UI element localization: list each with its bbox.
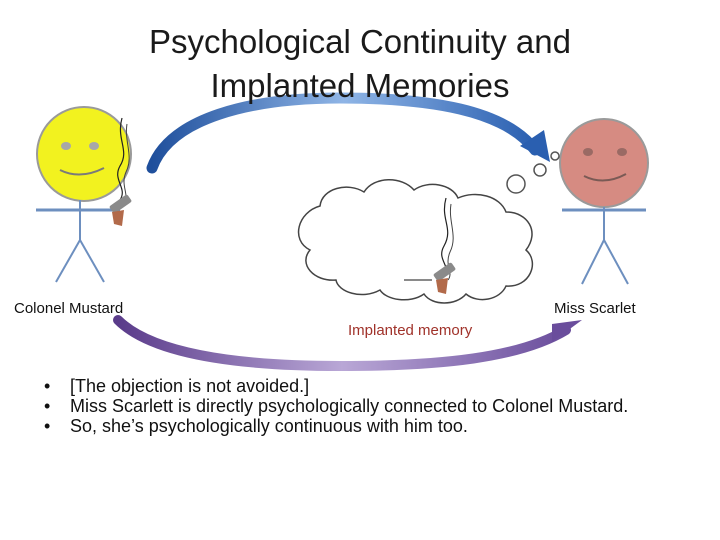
page-title: Psychological Continuity and Implanted M… bbox=[60, 20, 660, 108]
label-miss-scarlet: Miss Scarlet bbox=[554, 300, 636, 317]
label-implanted-memory: Implanted memory bbox=[348, 322, 473, 339]
miss-scarlet-figure bbox=[559, 118, 649, 285]
thought-trail bbox=[506, 151, 560, 194]
bullet-marker: • bbox=[44, 396, 51, 416]
bullet-list: • [The objection is not avoided.] • Miss… bbox=[44, 376, 664, 436]
bullet-text: Miss Scarlett is directly psychologicall… bbox=[70, 396, 629, 416]
continuity-arrow-top bbox=[146, 92, 550, 174]
mustard-face bbox=[36, 106, 132, 202]
bullet-marker: • bbox=[44, 376, 51, 396]
bullet-text: So, she’s psychologically continuous wit… bbox=[70, 416, 468, 436]
thought-cloud-icon bbox=[297, 179, 534, 304]
bullet-text: [The objection is not avoided.] bbox=[70, 376, 310, 396]
label-colonel-mustard: Colonel Mustard bbox=[14, 300, 124, 317]
scarlet-face bbox=[559, 118, 649, 208]
bullet-item: • So, she’s psychologically continuous w… bbox=[44, 416, 664, 436]
bullet-marker: • bbox=[44, 416, 51, 436]
bullet-item: • Miss Scarlett is directly psychologica… bbox=[44, 396, 664, 416]
colonel-mustard-figure bbox=[36, 106, 132, 283]
title-line-1: Psychological Continuity and bbox=[149, 23, 571, 60]
continuity-arrow-bottom bbox=[113, 315, 582, 372]
title-line-2: Implanted Memories bbox=[210, 67, 510, 104]
bullet-item: • [The objection is not avoided.] bbox=[44, 376, 664, 396]
revolver-icon bbox=[109, 117, 132, 226]
